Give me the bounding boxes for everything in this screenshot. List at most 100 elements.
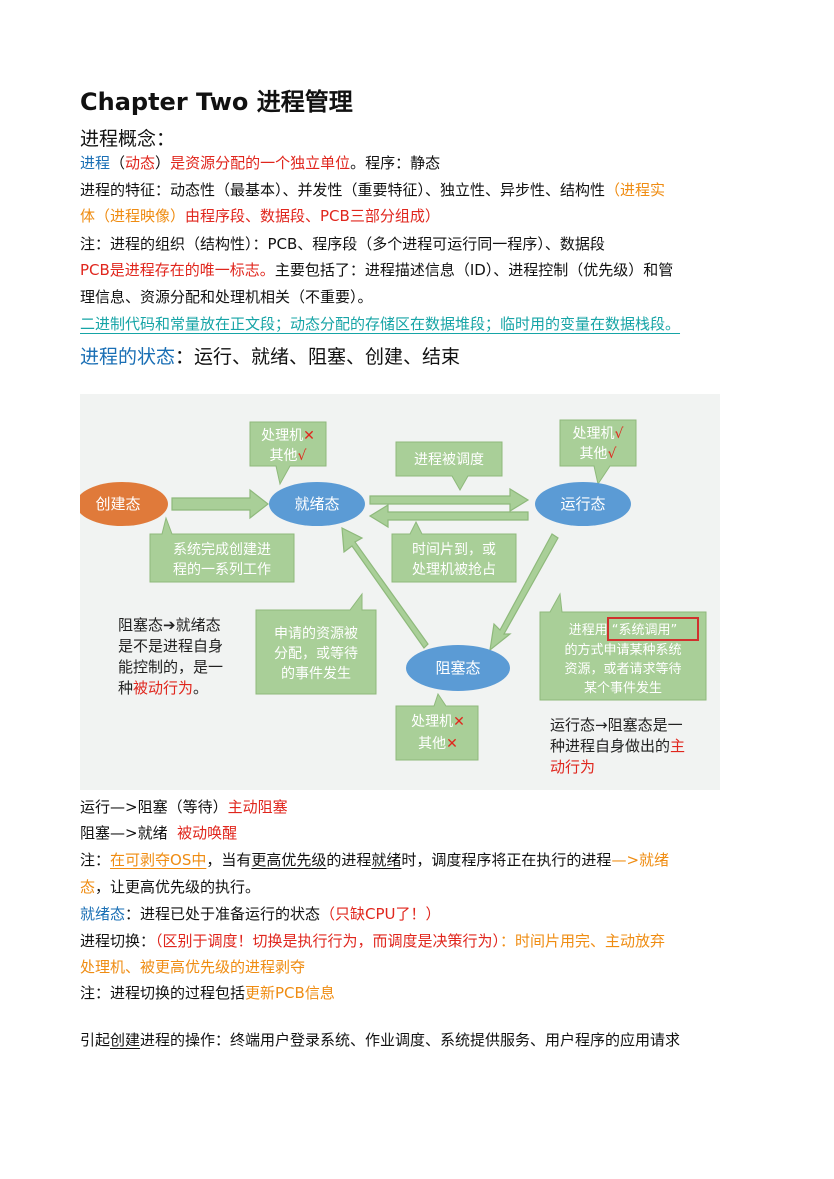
running-cpu-line1: 处理机√ [573,426,624,442]
concept-line-2: 进程的特征：动态性（最基本）、并发性（重要特征）、独立性、异步性、结构性（进程实 [80,179,760,201]
callout-blocked-cpu-shape [395,692,479,761]
text-when: ，当有 [206,851,252,869]
arrow-blocked-ready [341,526,429,649]
ready-cpu-line1: 处理机✕ [261,428,315,444]
to-ready: —>就绪 [611,851,670,869]
note-prefix: 注： [80,851,111,869]
after-line-9: 引起创建进程的操作：终端用户登录系统、作业调度、系统提供服务、用户程序的应用请求 [80,1029,760,1051]
arrow-create-ready [171,488,269,520]
node-create-label: 创建态 [95,495,140,513]
concept-line-4: 注：进程的组织（结构性）：PCB、程序段（多个进程可运行同一程序）、数据段 [80,235,605,253]
ready-state-def: ：进程已处于准备运行的状态 [125,905,321,923]
node-blocked-label: 阻塞态 [435,659,480,677]
state-word: 态 [80,878,96,896]
cause-list: 进程的操作：终端用户登录系统、作业调度、系统提供服务、用户程序的应用请求 [140,1031,681,1049]
node-ready-label: 就绪态 [294,495,339,513]
after-line-1: 运行—>阻塞（等待）主动阻塞 [80,796,760,818]
ready-state-term: 就绪态 [80,905,126,923]
right-note-line2: 种进程自身做出的主 [550,737,685,755]
states-heading-list: ：运行、就绪、阻塞、创建、结束 [175,346,461,368]
left-note-line2: 是不是进程自身 [118,637,223,655]
timeslice-line2: 处理机被抢占 [412,561,496,578]
higher-priority: 更高优先级 [251,851,327,869]
arrow-running-ready [368,503,529,529]
states-heading-term: 进程的状态 [80,346,176,368]
after-line-7: 处理机、被更高优先级的进程剥夺 [80,958,306,976]
callout-timeslice-shape [391,520,517,583]
right-note-line1: 运行态→阻塞态是一 [550,716,683,734]
resource-line3: 的事件发生 [281,666,351,682]
create-note-line1: 系统完成创建进 [173,542,271,558]
resource-line1: 申请的资源被 [274,626,358,642]
block-to-ready: 阻塞—>就绪 [80,824,178,842]
active-block: 主动阻塞 [227,798,288,816]
run-to-block: 运行—>阻塞（等待） [80,798,228,816]
node-blocked [406,645,510,691]
after-line-3: 注：在可剥夺OS中，当有更高优先级的进程就绪时，调度程序将正在执行的进程—>就绪 [80,849,760,871]
timeslice-line1: 时间片到，或 [412,542,496,558]
term-dynamic: 动态 [125,154,156,172]
switch-term: 进程切换： [80,932,156,950]
pcb-only-sign: PCB是进程存在的唯一标志。 [80,261,275,279]
blocked-cpu-line2: 其他✕ [418,736,458,752]
cause-prefix: 引起 [80,1031,111,1049]
syscall-highlight-box [607,617,699,641]
node-running-label: 运行态 [560,495,605,513]
ready-word: 就绪 [371,851,402,869]
running-cpu-line2: 其他√ [580,446,617,462]
left-note-line1: 阻塞态➔就绪态 [118,616,221,634]
right-note-line3: 动行为 [550,758,595,776]
arrow-ready-running [369,487,530,513]
states-heading: 进程的状态：运行、就绪、阻塞、创建、结束 [80,342,460,369]
preemptive-os: 在可剥夺OS中 [110,851,207,869]
callout-create-note-shape [149,516,295,583]
concept-line-3: 体（进程映像）由程序段、数据段、PCB三部分组成） [80,205,760,227]
paren-close: ） [155,154,171,172]
node-running [535,482,631,526]
diagram-svg: 创建态 就绪态 运行态 阻塞态 处理机✕ 其他√ 处理机√ 其他√ 进程被调度 … [76,394,720,790]
callout-resource-shape [255,592,377,695]
after-line-8: 注：进程切换的过程包括更新PCB信息 [80,982,760,1004]
after-line-6: 进程切换：（区别于调度！切换是执行行为，而调度是决策行为）：时间片用完、主动放弃 [80,930,760,952]
pcb-contents: 主要包括了：进程描述信息（ID）、进程控制（优先级）和管 [274,261,674,279]
scheduled-label: 进程被调度 [414,452,484,468]
term-process: 进程 [80,154,111,172]
entity-text: （进程实 [605,181,666,199]
callout-ready-cpu-shape [249,421,327,486]
create-note-line2: 程的一系列工作 [173,562,271,578]
syscall-line4: 某个事件发生 [584,680,662,696]
entity-image-text: 体（进程映像） [80,207,186,225]
cpu-only: （只缺CPU了！） [320,905,441,923]
process-state-diagram: 创建态 就绪态 运行态 阻塞态 处理机✕ 其他√ 处理机√ 其他√ 进程被调度 … [76,394,720,790]
callout-running-cpu-shape [559,419,637,486]
concept-line-5: PCB是进程存在的唯一标志。主要包括了：进程描述信息（ID）、进程控制（优先级）… [80,259,760,281]
switch-causes: ：时间片用完、主动放弃 [500,932,666,950]
syscall-line1: 进程用“系统调用” [569,623,678,638]
concept-line-6: 理信息、资源分配和处理机相关（不重要）。 [80,288,373,306]
callout-syscall-shape [539,592,707,701]
syscall-line3: 资源，或者请求等待 [564,661,681,677]
after-line-2: 阻塞—>就绪 被动唤醒 [80,822,760,844]
ready-cpu-line2: 其他√ [270,448,307,464]
update-pcb: 更新PCB信息 [245,984,335,1002]
text-scheduler: 时，调度程序将正在执行的进程 [401,851,612,869]
after-line-4: 态，让更高优先级的执行。 [80,876,760,898]
program-static-text: 。程序：静态 [350,154,441,172]
switch-process-note: 注：进程切换的过程包括 [80,984,246,1002]
after-line-5: 就绪态：进程已处于准备运行的状态（只缺CPU了！） [80,903,760,925]
page-title: Chapter Two 进程管理 [80,88,353,116]
node-create [76,482,168,526]
resource-unit-text: 是资源分配的一个独立单位 [170,154,351,172]
features-text: 进程的特征：动态性（最基本）、并发性（重要特征）、独立性、异步性、结构性 [80,181,606,199]
node-ready [269,482,365,526]
passive-wake: 被动唤醒 [177,824,238,842]
paren-open: （ [110,154,126,172]
text-process: 的进程 [326,851,372,869]
resource-line2: 分配，或等待 [274,645,358,662]
concept-line-7: 二进制代码和常量放在正文段；动态分配的存储区在数据堆段；临时用的变量在数据栈段。 [80,315,681,333]
left-note-line3: 能控制的，是一 [118,658,223,676]
entity-parts-text: 由程序段、数据段、PCB三部分组成） [185,207,440,225]
arrow-running-blocked [489,533,559,652]
higher-runs: ，让更高优先级的执行。 [95,878,261,896]
